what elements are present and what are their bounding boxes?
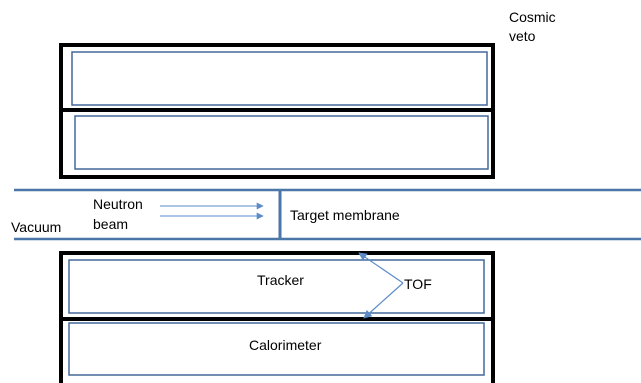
- cosmic-veto-label-line2: veto: [509, 28, 536, 44]
- vacuum-label: Vacuum: [11, 219, 61, 235]
- target-membrane-label: Target membrane: [290, 207, 400, 223]
- tof-arrow-down: [363, 282, 404, 319]
- neutron-beam-label-line1: Neutron: [93, 196, 143, 212]
- tof-arrow-up: [358, 252, 404, 284]
- neutron-beam-label-line2: beam: [93, 216, 128, 232]
- lower-detector-assembly: [59, 251, 495, 383]
- tof-label: TOF: [404, 276, 432, 292]
- upper-detector-panel-2: [74, 115, 489, 170]
- upper-veto-assembly: [59, 43, 495, 179]
- cosmic-veto-label-line1: Cosmic: [509, 9, 556, 25]
- beam-pipe: [14, 188, 641, 241]
- tracker-panel: [68, 259, 485, 314]
- calorimeter-label: Calorimeter: [249, 337, 322, 353]
- upper-detector-panel-1: [71, 51, 488, 106]
- calorimeter-panel: [68, 322, 485, 376]
- tracker-label: Tracker: [257, 272, 304, 288]
